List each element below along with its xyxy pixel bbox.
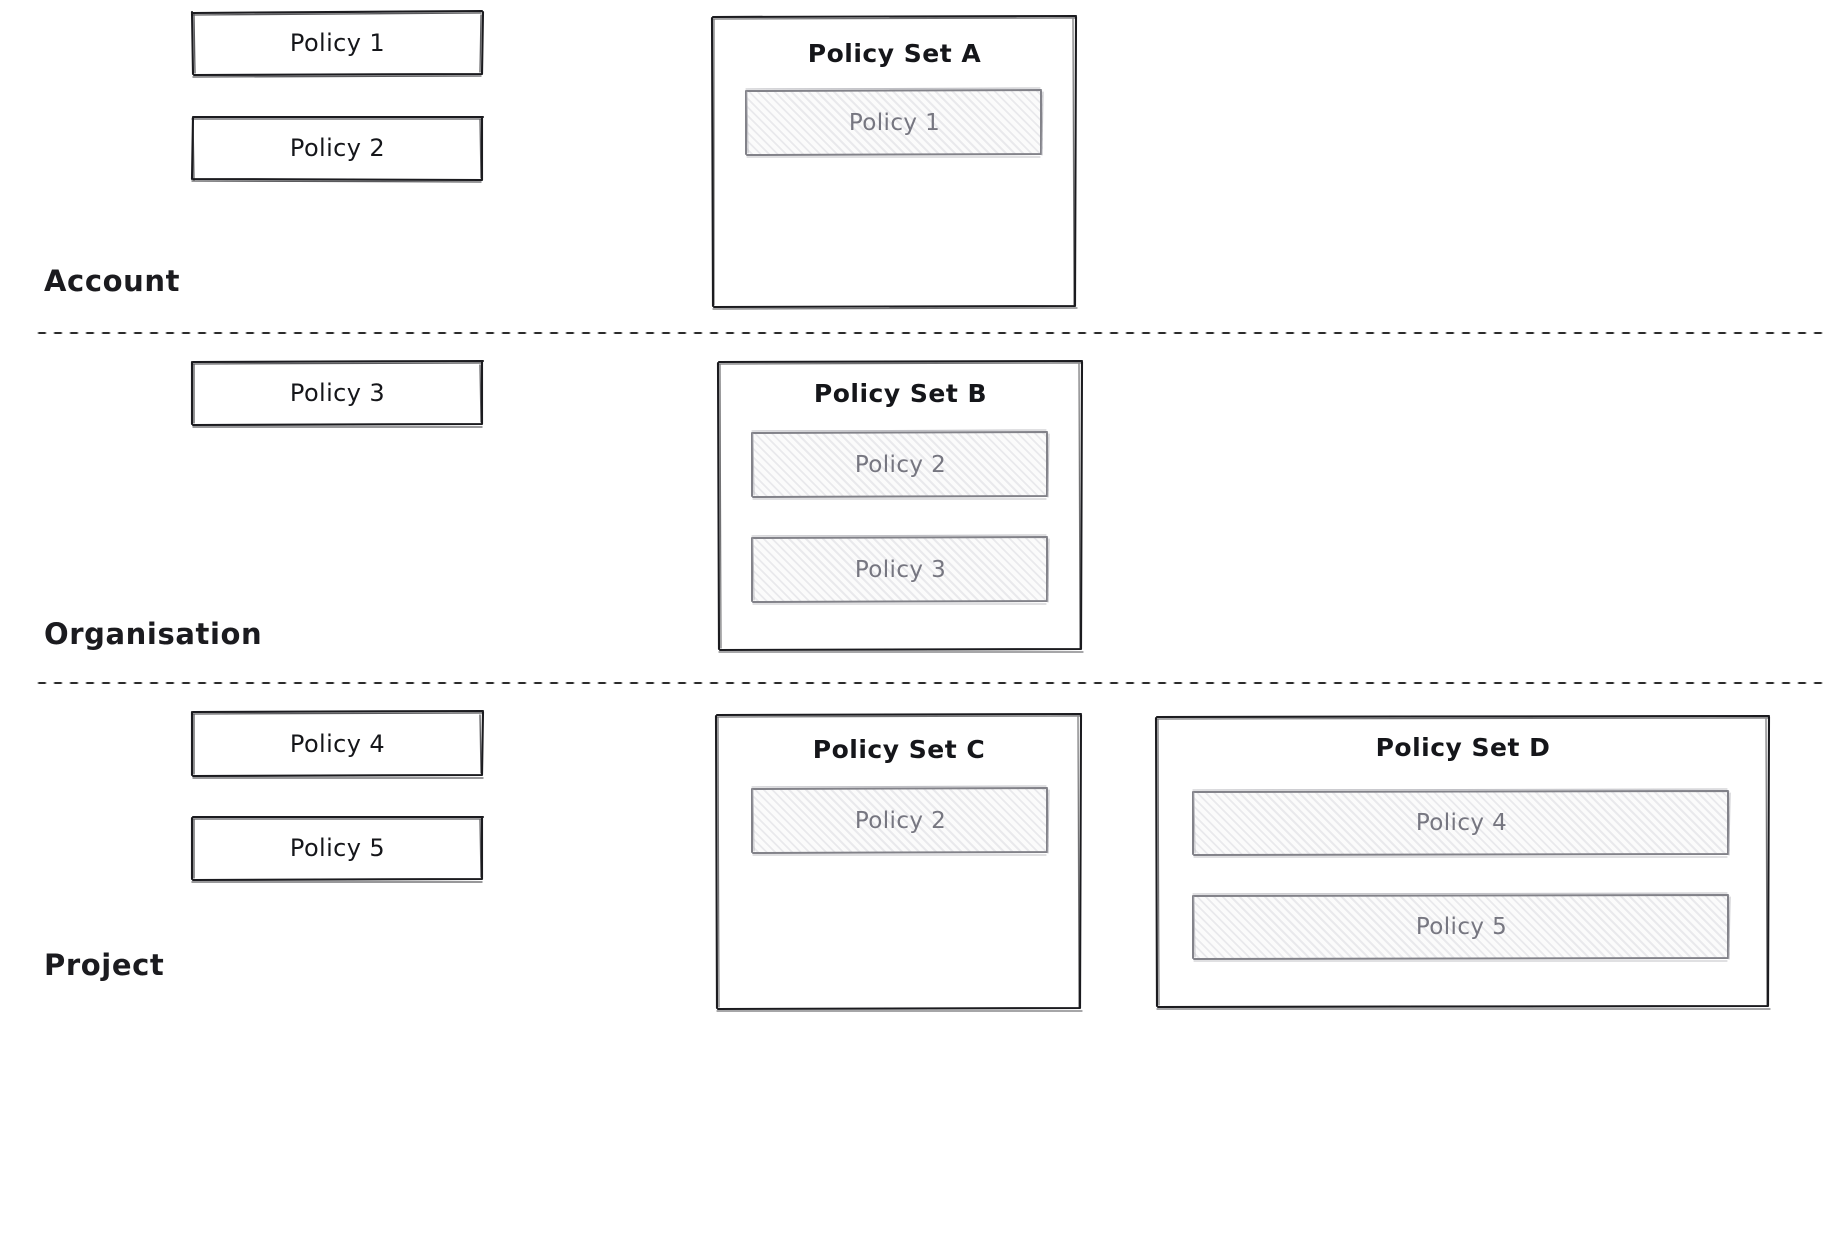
policy-chip[interactable]: Policy 1 <box>745 87 1044 158</box>
policy-chip-label: Policy 2 <box>854 807 947 834</box>
policy-box[interactable]: Policy 3 <box>190 359 485 428</box>
policy-box-label: Policy 5 <box>289 834 386 862</box>
policy-box-label: Policy 2 <box>289 134 386 162</box>
band-label-project: Project <box>44 948 165 982</box>
policy-box-label: Policy 1 <box>289 29 386 57</box>
policy-set-title: Policy Set C <box>812 735 986 764</box>
band-label-account: Account <box>44 264 181 298</box>
policy-set-title: Policy Set A <box>807 39 982 68</box>
policy-set[interactable]: Policy Set D Policy 4 Policy 5 <box>1154 714 1771 1010</box>
policy-box-label: Policy 4 <box>289 729 386 758</box>
policy-set[interactable]: Policy Set C Policy 2 <box>714 712 1083 1012</box>
policy-box[interactable]: Policy 5 <box>190 815 485 883</box>
policy-box[interactable]: Policy 2 <box>190 115 485 183</box>
band-divider <box>34 681 1826 685</box>
policy-box-label: Policy 3 <box>289 379 386 407</box>
policy-chip-label: Policy 2 <box>854 451 947 478</box>
policy-chip-label: Policy 1 <box>848 109 941 136</box>
policy-chip[interactable]: Policy 2 <box>751 429 1050 500</box>
policy-chip-label: Policy 4 <box>1415 810 1508 836</box>
band-label-organisation: Organisation <box>44 617 263 651</box>
policy-set-title: Policy Set B <box>813 379 988 408</box>
policy-chip[interactable]: Policy 3 <box>751 534 1050 605</box>
policy-chip-label: Policy 3 <box>854 556 947 583</box>
policy-chip[interactable]: Policy 5 <box>1192 892 1731 962</box>
band-divider <box>34 331 1826 335</box>
policy-set-title: Policy Set D <box>1375 733 1551 762</box>
policy-set[interactable]: Policy Set B Policy 2 Policy 3 <box>716 359 1084 653</box>
policy-box[interactable]: Policy 4 <box>190 709 485 779</box>
policy-set[interactable]: Policy Set A Policy 1 <box>710 14 1078 310</box>
policy-chip[interactable]: Policy 2 <box>751 785 1050 856</box>
policy-box[interactable]: Policy 1 <box>190 9 485 78</box>
policy-chip-label: Policy 5 <box>1415 914 1508 940</box>
policy-chip[interactable]: Policy 4 <box>1192 788 1731 858</box>
